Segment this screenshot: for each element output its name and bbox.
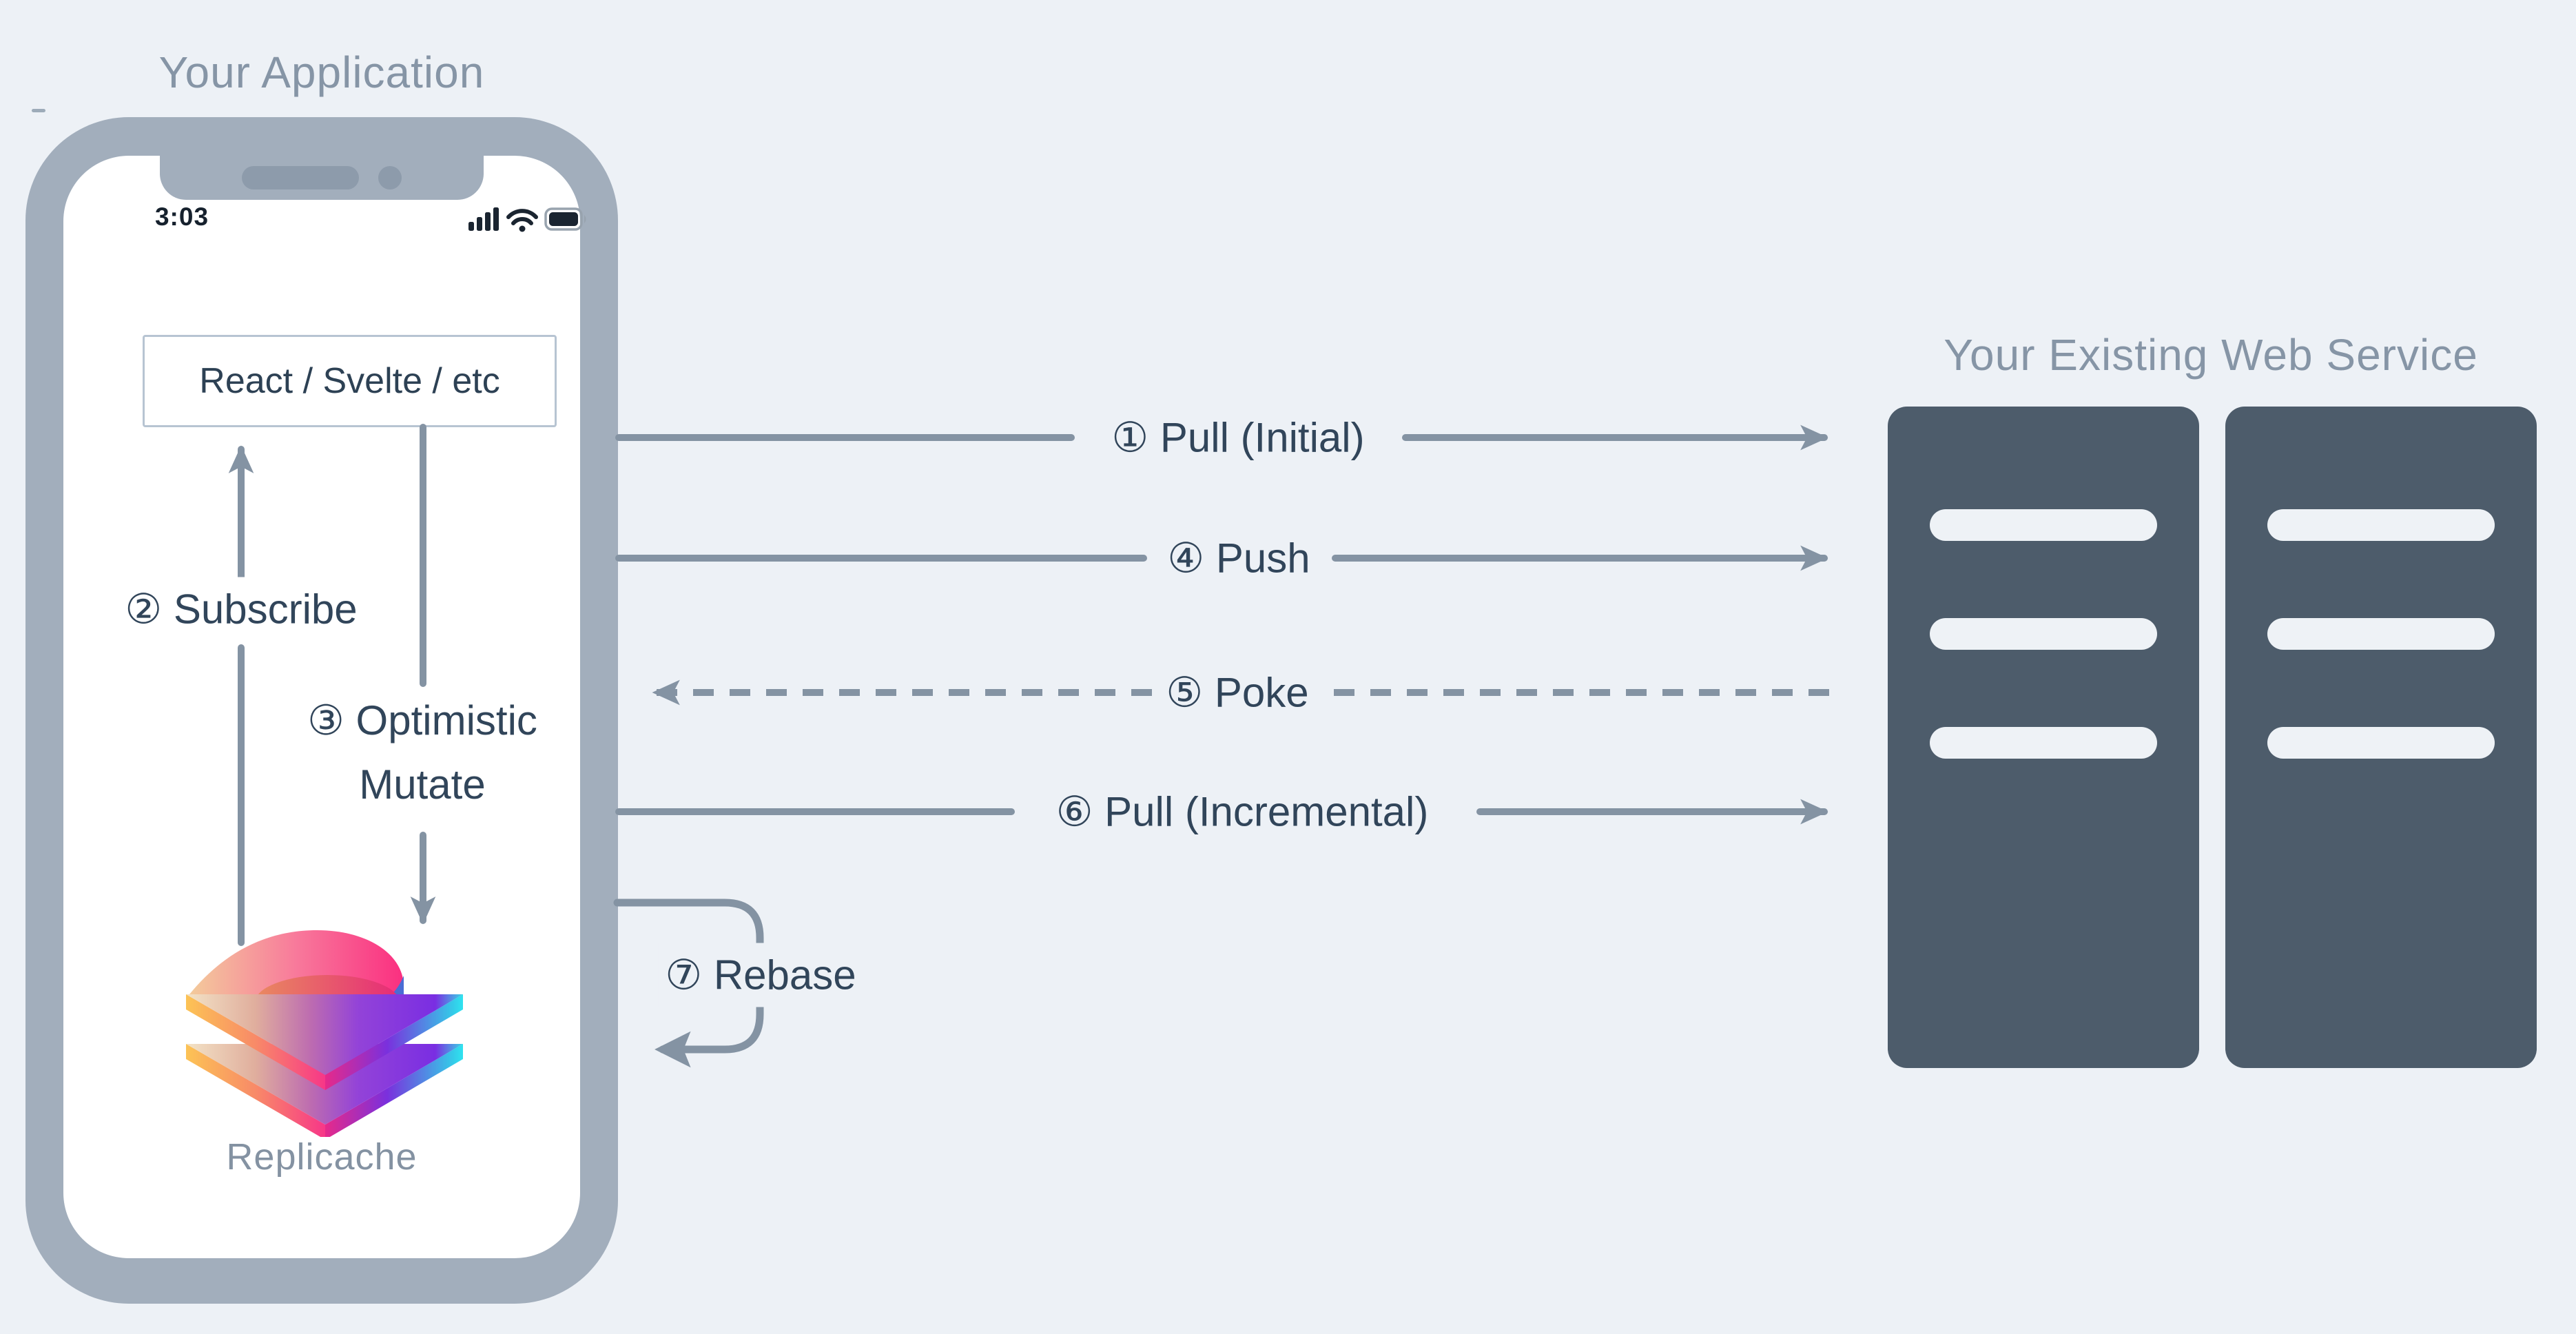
wifi-icon: [506, 209, 538, 225]
flow-label-rebase: ⑦ Rebase: [658, 943, 863, 1007]
flow-line-rebase: [613, 899, 764, 1068]
status-icons: [468, 205, 589, 234]
rack-slot: [1930, 509, 2157, 541]
rack-slot: [1930, 727, 2157, 759]
rack-slot: [1930, 618, 2157, 650]
signal-bars-icon: [468, 207, 499, 231]
phone-notch: [160, 156, 484, 200]
logo-blue-sliver: [391, 976, 404, 994]
optimistic-line2: Mutate: [359, 761, 486, 808]
speaker-icon: [242, 166, 359, 189]
status-time: 3:03: [154, 203, 209, 231]
camera-icon: [378, 166, 402, 189]
optimistic-line1: ③ Optimistic: [307, 697, 537, 743]
app-title: Your Application: [158, 48, 485, 97]
flow-label-push: ④ Push: [1160, 526, 1317, 591]
web-service-title: Your Existing Web Service: [1944, 330, 2478, 380]
wifi-dot: [519, 225, 526, 232]
rack-slot: [2267, 727, 2495, 759]
replicache-logo-icon: [186, 930, 463, 1137]
replicache-label: Replicache: [226, 1136, 418, 1178]
server-rack-right: [2225, 407, 2537, 1068]
framework-box: React / Svelte / etc: [143, 335, 557, 427]
framework-box-label: React / Svelte / etc: [199, 361, 500, 401]
flow-label-subscribe: ② Subscribe: [118, 577, 364, 642]
flow-label-optimistic-mutate: ③ Optimistic Mutate: [300, 688, 544, 817]
rack-slot: [2267, 509, 2495, 541]
flow-label-pull-initial: ① Pull (Initial): [1104, 405, 1372, 470]
flow-label-pull-incremental: ⑥ Pull (Incremental): [1049, 779, 1436, 844]
logo-plate-top: [186, 994, 463, 1090]
flow-label-poke: ⑤ Poke: [1159, 660, 1316, 725]
rack-slot: [2267, 618, 2495, 650]
server-rack-left: [1888, 407, 2199, 1068]
battery-icon: [544, 207, 586, 231]
stray-dash: [32, 109, 45, 112]
